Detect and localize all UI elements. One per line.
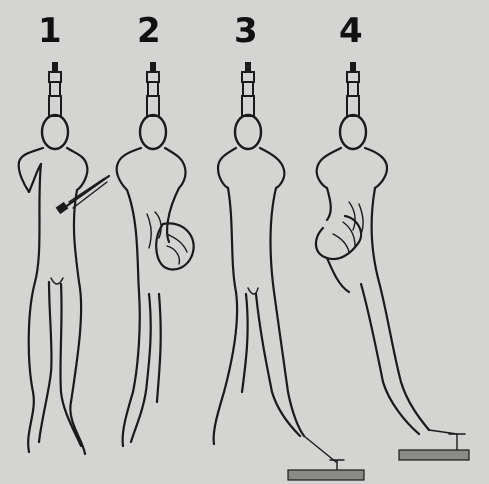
stage-1: 1: [19, 11, 109, 454]
weight-block-icon: [399, 450, 469, 460]
stage-3: 3: [214, 11, 364, 480]
carcass-viscera-out-weighted-icon: [316, 62, 469, 460]
stage-3-number: 3: [234, 11, 258, 51]
weight-block-icon: [288, 470, 364, 480]
stage-1-number: 1: [38, 11, 62, 51]
stage-4-number: 4: [339, 11, 363, 51]
stage-4: 4: [316, 11, 469, 460]
stage-2-number: 2: [137, 11, 161, 51]
carcass-viscera-removed-icon: [117, 62, 194, 446]
carcass-hanging-with-knife-icon: [19, 62, 109, 454]
stage-2: 2: [117, 11, 194, 446]
